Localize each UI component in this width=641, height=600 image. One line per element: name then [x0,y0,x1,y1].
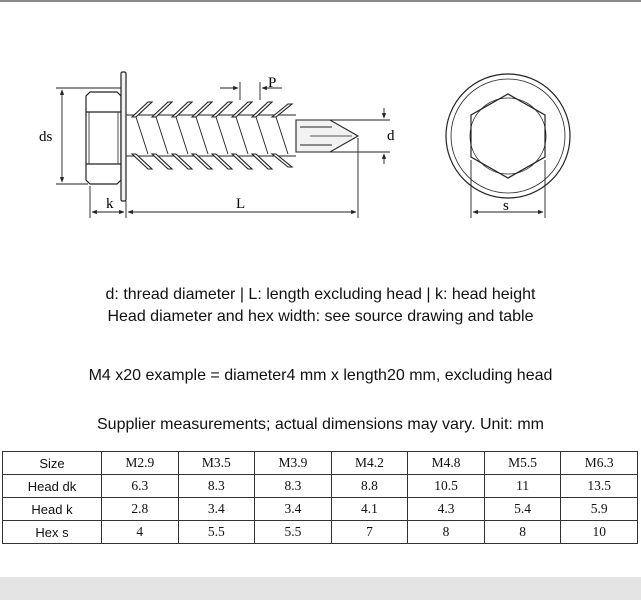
table-cell: 13.5 [560,474,638,498]
drill-point [295,119,360,153]
row-header: Head dk [2,474,102,498]
table-row-head-k: Head k 2.8 3.4 3.4 4.1 4.3 5.4 5.9 [2,497,638,521]
table-cell: 8 [407,520,485,544]
table-row-size: Size M2.9 M3.5 M3.9 M4.2 M4.8 M5.5 M6.3 [2,451,638,475]
table-cell: 3.4 [177,497,256,521]
table-cell: 5.4 [483,497,562,521]
hex-head-side [85,91,122,185]
label-p: P [268,75,276,91]
dim-l [127,138,359,218]
caption-definitions: d: thread diameter | L: length excluding… [105,286,536,303]
table-cell: 8.3 [254,474,332,498]
table-cell: 5.5 [254,520,332,544]
row-header: Size [2,451,102,475]
table-cell: 8 [483,520,562,544]
table-cell: 2.8 [101,497,179,521]
flange-washer [120,71,127,202]
table-cell: 7 [330,520,409,544]
table-row-hex-s: Hex s 4 5.5 5.5 7 8 8 10 [2,520,638,544]
label-k: k [106,196,114,212]
caption-example: M4 x20 example = diameter4 mm x length20… [88,367,553,384]
label-d: d [387,128,395,144]
dim-ds [56,87,121,185]
table-cell: M3.5 [177,451,256,475]
table-cell: 4.3 [407,497,485,521]
label-s: s [503,198,509,214]
row-header: Head k [2,497,102,521]
table-cell: M3.9 [254,451,332,475]
table-cell: 11 [483,474,562,498]
screw-technical-drawing: ds P d k L s [39,71,571,218]
thread-shank [126,101,296,170]
table-cell: 10 [560,520,638,544]
table-cell: M4.8 [407,451,485,475]
table-row-head-dk: Head dk 6.3 8.3 8.3 8.8 10.5 11 13.5 [2,474,638,498]
table-cell: 5.9 [560,497,638,521]
dim-p [220,82,282,100]
dim-d [330,108,390,164]
label-ds: ds [39,129,53,145]
table-cell: 4.1 [330,497,409,521]
top-border [0,0,641,2]
table-cell: 3.4 [254,497,332,521]
table-cell: 10.5 [407,474,485,498]
table-cell: M5.5 [483,451,562,475]
table-cell: 6.3 [101,474,179,498]
caption-disclaimer: Supplier measurements; actual dimensions… [97,416,544,433]
label-l: L [236,196,245,212]
table-cell: M4.2 [330,451,409,475]
dim-k [89,186,127,218]
bottom-band [0,577,641,600]
table-cell: 8.3 [177,474,256,498]
spec-table: Size M2.9 M3.5 M3.9 M4.2 M4.8 M5.5 M6.3 … [2,451,638,544]
table-cell: 5.5 [177,520,256,544]
table-cell: 4 [101,520,179,544]
hex-head-top-view [445,73,571,199]
table-cell: M6.3 [560,451,638,475]
caption-head-note: Head diameter and hex width: see source … [107,308,534,325]
table-cell: M2.9 [101,451,179,475]
row-header: Hex s [2,520,102,544]
table-cell: 8.8 [330,474,409,498]
dim-s [470,160,546,218]
